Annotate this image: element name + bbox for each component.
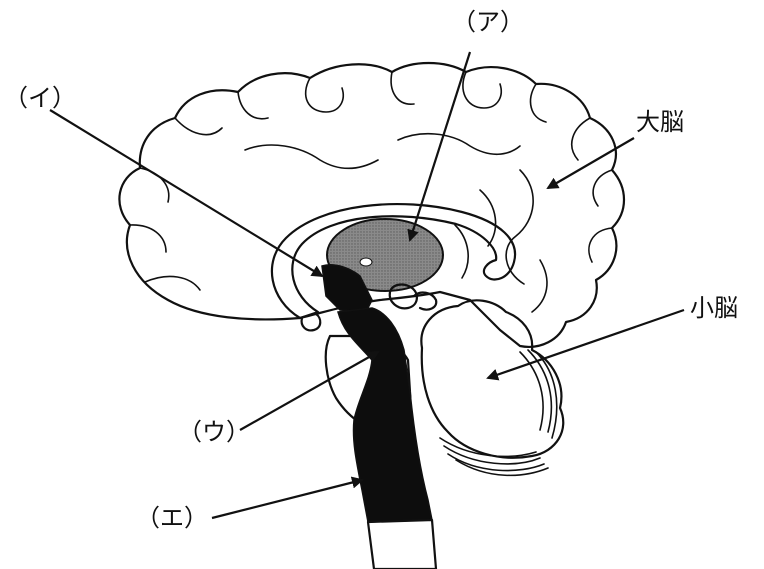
arrow-cerebrum — [548, 138, 634, 188]
label-i: （イ） — [4, 84, 76, 112]
cerebellum — [421, 300, 563, 457]
arrow-i — [50, 110, 322, 276]
label-u: （ウ） — [178, 418, 250, 446]
label-cerebrum: 大脳 — [636, 108, 684, 136]
label-e: （エ） — [136, 504, 208, 532]
spinal-cord — [368, 520, 436, 569]
cerebellum-folia — [440, 350, 557, 475]
arrow-e — [212, 480, 362, 518]
brainstem — [338, 308, 432, 522]
label-cerebellum: 小脳 — [690, 294, 738, 322]
label-a: （ア） — [452, 8, 524, 36]
